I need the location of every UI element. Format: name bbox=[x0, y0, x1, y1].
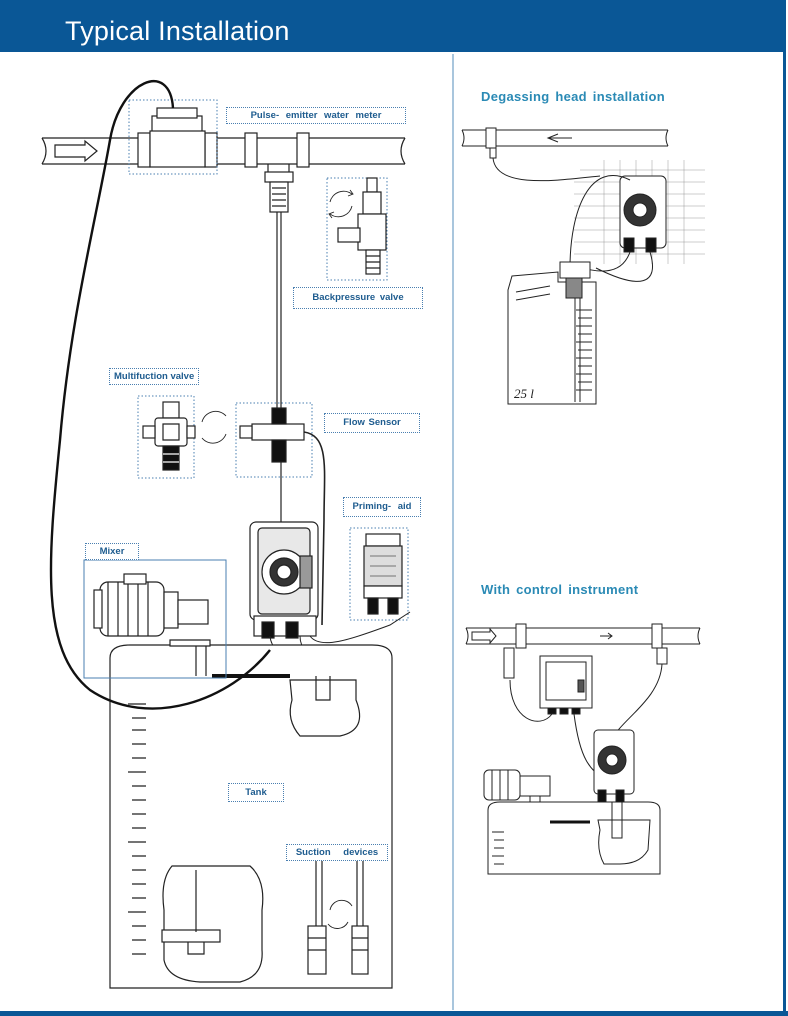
main-installation-diagram bbox=[41, 80, 411, 989]
column-divider bbox=[452, 54, 454, 1010]
right-border bbox=[783, 0, 786, 1016]
label-backpressure-valve: Backpressure valve bbox=[293, 287, 423, 309]
dosing-pump-drawing bbox=[249, 462, 319, 639]
flow-sensor-drawing bbox=[239, 407, 305, 463]
tank-drawing bbox=[109, 644, 393, 989]
main-pipe bbox=[41, 107, 406, 213]
control-title: With control instrument bbox=[481, 582, 639, 597]
degassing-diagram: 25 l bbox=[461, 127, 705, 405]
label-flow-sensor: Flow Sensor bbox=[324, 413, 420, 433]
priming-aid-drawing bbox=[363, 533, 403, 615]
canister-volume-label: 25 l bbox=[514, 386, 534, 401]
page-title: Typical Installation bbox=[65, 16, 290, 46]
control-instrument-diagram bbox=[465, 623, 701, 875]
label-tank: Tank bbox=[228, 783, 284, 802]
label-suction-devices: Suction devices bbox=[286, 844, 388, 861]
label-multifunction-valve: Multifuction valve bbox=[109, 368, 200, 385]
multifunction-valve-drawing bbox=[142, 401, 196, 471]
label-priming-aid: Priming- aid bbox=[343, 497, 421, 517]
label-water-meter: Pulse- emitter water meter bbox=[226, 107, 406, 124]
mixer-drawing bbox=[83, 559, 227, 679]
label-mixer: Mixer bbox=[85, 543, 139, 560]
backpressure-valve-drawing bbox=[337, 177, 387, 275]
degassing-title: Degassing head installation bbox=[481, 89, 666, 104]
header-bar: Typical Installation bbox=[0, 0, 784, 52]
bottom-bar bbox=[0, 1011, 788, 1016]
